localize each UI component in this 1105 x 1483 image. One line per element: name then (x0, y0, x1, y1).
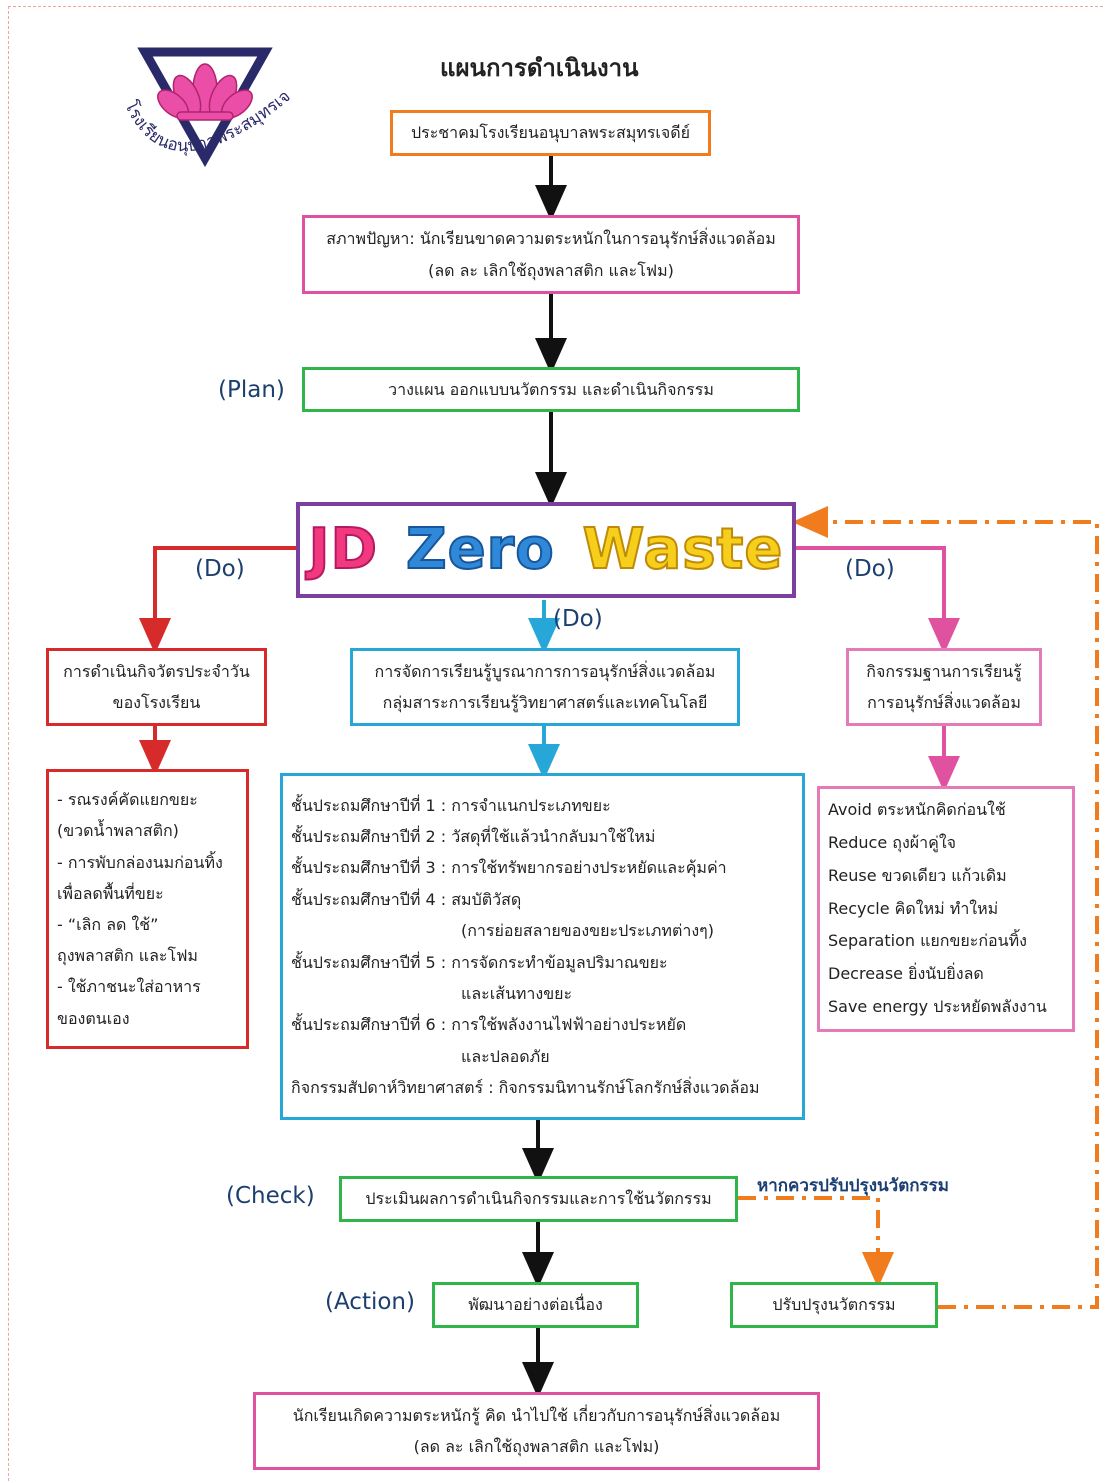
outcome-line-1: นักเรียนเกิดความตระหนักรู้ คิด นำไปใช้ เ… (292, 1405, 781, 1425)
list-item: Reuse ขวดเดียว แก้วเดิม (828, 865, 1007, 885)
improve-box: ปรับปรุงนวัตกรรม (730, 1282, 938, 1328)
list-item: และปลอดภัย (461, 1046, 550, 1066)
do-label-center: (Do) (553, 606, 603, 632)
problem-box: สภาพปัญหา: นักเรียนขาดความตระหนักในการอน… (302, 215, 800, 294)
stations-list-box: Avoid ตระหนักคิดก่อนใช้ Reduce ถุงผ้าคู่… (817, 786, 1075, 1032)
outcome-line-2: (ลด ละ เลิกใช้ถุงพลาสติก และโฟม) (413, 1437, 660, 1456)
list-item: ชั้นประถมศึกษาปีที่ 6 : การใช้พลังงานไฟฟ… (291, 1015, 687, 1035)
page-title: แผนการดำเนินงาน (440, 54, 639, 82)
jd-zero-waste-box: JD Zero Waste (296, 502, 796, 598)
routine-list-box: - รณรงค์คัดแยกขยะ (ขวดน้ำพลาสติก) - การพ… (46, 769, 249, 1049)
list-item: (การย่อยสลายของขยะประเภทต่างๆ) (461, 921, 714, 941)
science-line-2: กลุ่มสาระการเรียนรู้วิทยาศาสตร์และเทคโนโ… (382, 693, 708, 712)
action-box: พัฒนาอย่างต่อเนื่อง (432, 1282, 639, 1328)
list-item: ชั้นประถมศึกษาปีที่ 5 : การจัดกระทำข้อมู… (291, 952, 668, 972)
plan-box: วางแผน ออกแบบนวัตกรรม และดำเนินกิจกรรม (302, 367, 800, 412)
arrow-improve-loop-to-jd (792, 506, 1099, 1309)
improve-text: ปรับปรุงนวัตกรรม (772, 1295, 896, 1315)
page-frame (8, 6, 1103, 1481)
action-label: (Action) (325, 1289, 415, 1315)
list-item: Decrease ยิ่งนับยิ่งลด (828, 964, 984, 984)
stations-list: Avoid ตระหนักคิดก่อนใช้ Reduce ถุงผ้าคู่… (820, 794, 1047, 1024)
science-box: การจัดการเรียนรู้บูรณาการการอนุรักษ์สิ่ง… (350, 648, 740, 726)
outcome-box: นักเรียนเกิดความตระหนักรู้ คิด นำไปใช้ เ… (253, 1392, 820, 1470)
improve-condition-note: หากควรปรับปรุงนวัตกรรม (757, 1176, 949, 1196)
list-item: (ขวดน้ำพลาสติก) (57, 821, 179, 841)
list-item: - การพับกล่องนมก่อนทิ้ง (57, 852, 223, 872)
list-item: Reduce ถุงผ้าคู่ใจ (828, 833, 957, 852)
list-item: - รณรงค์คัดแยกขยะ (57, 790, 198, 810)
action-text: พัฒนาอย่างต่อเนื่อง (468, 1295, 603, 1315)
science-list: ชั้นประถมศึกษาปีที่ 1 : การจำแนกประเภทขย… (283, 790, 760, 1104)
list-item: กิจกรรมสัปดาห์วิทยาศาสตร์ : กิจกรรมนิทาน… (291, 1077, 760, 1097)
arrow-jd-to-stations (796, 546, 960, 654)
list-item: ชั้นประถมศึกษาปีที่ 1 : การจำแนกประเภทขย… (291, 795, 611, 815)
check-box: ประเมินผลการดำเนินกิจกรรมและการใช้นวัตกร… (339, 1176, 738, 1222)
stations-line-2: การอนุรักษ์สิ่งแวดล้อม (867, 693, 1021, 712)
problem-line-1: สภาพปัญหา: นักเรียนขาดความตระหนักในการอน… (326, 229, 776, 249)
list-item: Recycle คิดใหม่ ทำใหม่ (828, 898, 999, 918)
list-item: - “เลิก ลด ใช้” (57, 915, 159, 934)
list-item: ชั้นประถมศึกษาปีที่ 4 : สมบัติวัสดุ (291, 889, 522, 909)
jd-title-part-1: JD (308, 517, 378, 582)
plan-text: วางแผน ออกแบบนวัตกรรม และดำเนินกิจกรรม (388, 379, 714, 399)
stations-line-1: กิจกรรมฐานการเรียนรู้ (866, 661, 1022, 681)
problem-line-2: (ลด ละ เลิกใช้ถุงพลาสติก และโฟม) (428, 260, 674, 280)
routine-box: การดำเนินกิจวัตรประจำวัน ของโรงเรียน (46, 648, 267, 726)
jd-title-part-3: Waste (582, 517, 784, 582)
list-item: Save energy ประหยัดพลังงาน (828, 996, 1047, 1016)
list-item: ชั้นประถมศึกษาปีที่ 2 : วัสดุที่ใช้แล้วน… (291, 827, 656, 847)
school-logo: โรงเรียนอนุบาลพระสมุทรเจดีย์ (105, 40, 295, 168)
plan-label: (Plan) (218, 377, 285, 403)
community-text: ประชาคมโรงเรียนอนุบาลพระสมุทรเจดีย์ (410, 123, 691, 143)
list-item: ของตนเอง (57, 1008, 130, 1028)
arrow-jd-to-routine (139, 546, 296, 654)
check-text: ประเมินผลการดำเนินกิจกรรมและการใช้นวัตกร… (365, 1189, 712, 1209)
routine-line-2: ของโรงเรียน (112, 693, 201, 712)
list-item: เพื่อลดพื้นที่ขยะ (57, 883, 164, 903)
science-line-1: การจัดการเรียนรู้บูรณาการการอนุรักษ์สิ่ง… (374, 661, 716, 681)
list-item: Separation แยกขยะก่อนทิ้ง (828, 931, 1027, 951)
check-label: (Check) (226, 1183, 315, 1209)
list-item: ถุงพลาสติก และโฟม (57, 946, 198, 966)
list-item: - ใช้ภาชนะใส่อาหาร (57, 977, 201, 997)
list-item: Avoid ตระหนักคิดก่อนใช้ (828, 800, 1006, 820)
do-label-left: (Do) (195, 556, 245, 582)
arrow-check-to-improve (738, 1196, 894, 1288)
list-item: ชั้นประถมศึกษาปีที่ 3 : การใช้ทรัพยากรอย… (291, 858, 727, 878)
science-list-box: ชั้นประถมศึกษาปีที่ 1 : การจำแนกประเภทขย… (280, 773, 805, 1120)
list-item: และเส้นทางขยะ (461, 983, 573, 1003)
jd-title-part-2: Zero (405, 517, 555, 582)
stations-box: กิจกรรมฐานการเรียนรู้ การอนุรักษ์สิ่งแวด… (846, 648, 1042, 726)
community-box: ประชาคมโรงเรียนอนุบาลพระสมุทรเจดีย์ (390, 110, 711, 156)
routine-line-1: การดำเนินกิจวัตรประจำวัน (63, 661, 250, 681)
do-label-right: (Do) (845, 556, 895, 582)
routine-list: - รณรงค์คัดแยกขยะ (ขวดน้ำพลาสติก) - การพ… (49, 784, 223, 1034)
lotus-icon (157, 63, 253, 121)
